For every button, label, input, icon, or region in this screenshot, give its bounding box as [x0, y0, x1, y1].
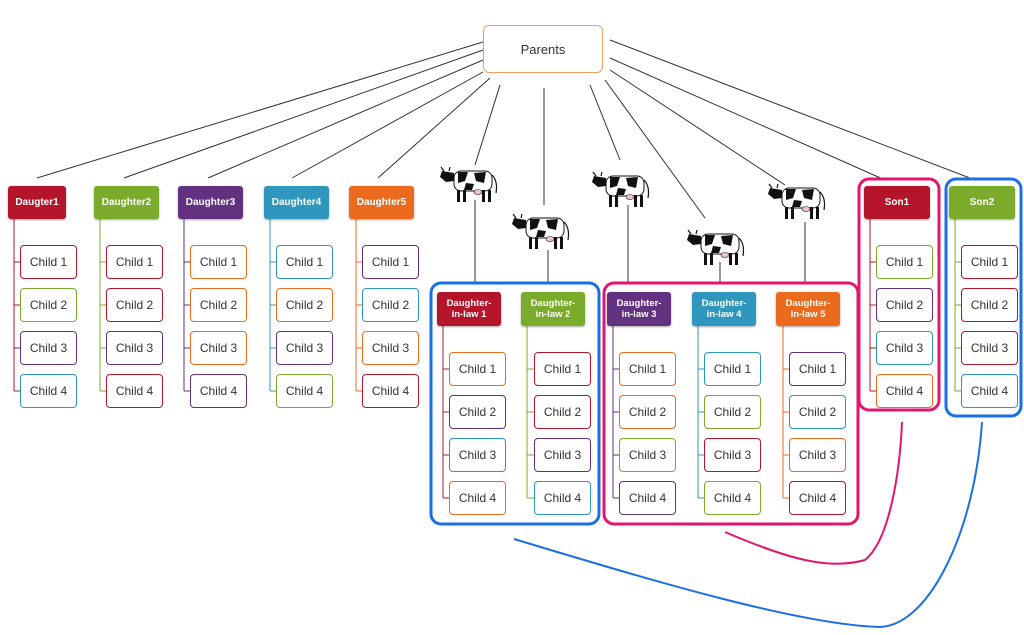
- daughter-in-law-4-child-2[interactable]: Child 2: [704, 395, 761, 429]
- daughter-in-law-5-header[interactable]: Daughter-in-law 5: [776, 292, 840, 326]
- header-label-line-1: Daughter-: [701, 298, 747, 309]
- daughter4-child-3[interactable]: Child 3: [276, 331, 333, 365]
- cow-icon: [510, 210, 582, 257]
- son2-child-1[interactable]: Child 1: [961, 245, 1018, 279]
- daughter4-child-4[interactable]: Child 4: [276, 374, 333, 408]
- header-label-line-1: Daughter-: [785, 298, 831, 309]
- daughter2-child-1[interactable]: Child 1: [106, 245, 163, 279]
- header-label-line-2: in-law 4: [706, 309, 742, 320]
- son1-child-1[interactable]: Child 1: [876, 245, 933, 279]
- son2-child-3[interactable]: Child 3: [961, 331, 1018, 365]
- daughter2-child-3[interactable]: Child 3: [106, 331, 163, 365]
- daughter-in-law-3-child-3[interactable]: Child 3: [619, 438, 676, 472]
- daughter-in-law-5-child-3[interactable]: Child 3: [789, 438, 846, 472]
- daughter-in-law-1-child-1[interactable]: Child 1: [449, 352, 506, 386]
- daughter-in-law-5-child-4[interactable]: Child 4: [789, 481, 846, 515]
- daughter3-header[interactable]: Daughter3: [178, 186, 243, 219]
- son1-child-2[interactable]: Child 2: [876, 288, 933, 322]
- cow-icon: [590, 168, 662, 215]
- son2-header[interactable]: Son2: [949, 186, 1015, 219]
- daughter2-child-4[interactable]: Child 4: [106, 374, 163, 408]
- header-label-line-2: in-law 2: [535, 309, 571, 320]
- header-label-line-2: in-law 1: [451, 309, 487, 320]
- cow-icon: [766, 180, 838, 227]
- daughter4-child-2[interactable]: Child 2: [276, 288, 333, 322]
- son2-child-2[interactable]: Child 2: [961, 288, 1018, 322]
- header-label-line-1: Daughter-: [446, 298, 492, 309]
- son1-child-4[interactable]: Child 4: [876, 374, 933, 408]
- daughter-in-law-1-child-3[interactable]: Child 3: [449, 438, 506, 472]
- daughter-in-law-2-child-4[interactable]: Child 4: [534, 481, 591, 515]
- header-label-line-1: Daughter-: [616, 298, 662, 309]
- daughter-in-law-2-child-1[interactable]: Child 1: [534, 352, 591, 386]
- daughter3-child-3[interactable]: Child 3: [190, 331, 247, 365]
- daughter3-child-4[interactable]: Child 4: [190, 374, 247, 408]
- daugter1-child-2[interactable]: Child 2: [20, 288, 77, 322]
- cow-icon: [685, 226, 757, 273]
- daughter-in-law-1-child-2[interactable]: Child 2: [449, 395, 506, 429]
- son2-child-4[interactable]: Child 4: [961, 374, 1018, 408]
- daughter5-child-4[interactable]: Child 4: [362, 374, 419, 408]
- daughter2-header[interactable]: Daughter2: [94, 186, 159, 219]
- daugter1-header[interactable]: Daugter1: [8, 186, 66, 219]
- daugter1-child-3[interactable]: Child 3: [20, 331, 77, 365]
- daughter-in-law-2-child-3[interactable]: Child 3: [534, 438, 591, 472]
- daughter-in-law-4-header[interactable]: Daughter-in-law 4: [692, 292, 756, 326]
- daughter5-child-3[interactable]: Child 3: [362, 331, 419, 365]
- daughter5-child-1[interactable]: Child 1: [362, 245, 419, 279]
- daughter-in-law-3-child-1[interactable]: Child 1: [619, 352, 676, 386]
- daughter-in-law-3-child-2[interactable]: Child 2: [619, 395, 676, 429]
- daughter-in-law-5-child-1[interactable]: Child 1: [789, 352, 846, 386]
- header-label-line-2: in-law 3: [621, 309, 657, 320]
- daughter-in-law-4-child-3[interactable]: Child 3: [704, 438, 761, 472]
- daughter3-child-2[interactable]: Child 2: [190, 288, 247, 322]
- parents-node[interactable]: Parents: [483, 25, 603, 73]
- daughter-in-law-5-child-2[interactable]: Child 2: [789, 395, 846, 429]
- daughter-in-law-3-child-4[interactable]: Child 4: [619, 481, 676, 515]
- daughter5-header[interactable]: Daughter5: [349, 186, 414, 219]
- daugter1-child-1[interactable]: Child 1: [20, 245, 77, 279]
- daughter3-child-1[interactable]: Child 1: [190, 245, 247, 279]
- son1-header[interactable]: Son1: [864, 186, 930, 219]
- daughter-in-law-1-child-4[interactable]: Child 4: [449, 481, 506, 515]
- header-label-line-2: in-law 5: [790, 309, 826, 320]
- daughter-in-law-4-child-1[interactable]: Child 1: [704, 352, 761, 386]
- daughter4-header[interactable]: Daughter4: [264, 186, 329, 219]
- son1-child-3[interactable]: Child 3: [876, 331, 933, 365]
- daughter4-child-1[interactable]: Child 1: [276, 245, 333, 279]
- cow-icon: [438, 163, 510, 210]
- daughter2-child-2[interactable]: Child 2: [106, 288, 163, 322]
- daughter-in-law-2-header[interactable]: Daughter-in-law 2: [521, 292, 585, 326]
- daughter-in-law-4-child-4[interactable]: Child 4: [704, 481, 761, 515]
- daughter-in-law-1-header[interactable]: Daughter-in-law 1: [437, 292, 501, 326]
- daughter-in-law-2-child-2[interactable]: Child 2: [534, 395, 591, 429]
- daughter-in-law-3-header[interactable]: Daughter-in-law 3: [607, 292, 671, 326]
- header-label-line-1: Daughter-: [530, 298, 576, 309]
- daughter5-child-2[interactable]: Child 2: [362, 288, 419, 322]
- daugter1-child-4[interactable]: Child 4: [20, 374, 77, 408]
